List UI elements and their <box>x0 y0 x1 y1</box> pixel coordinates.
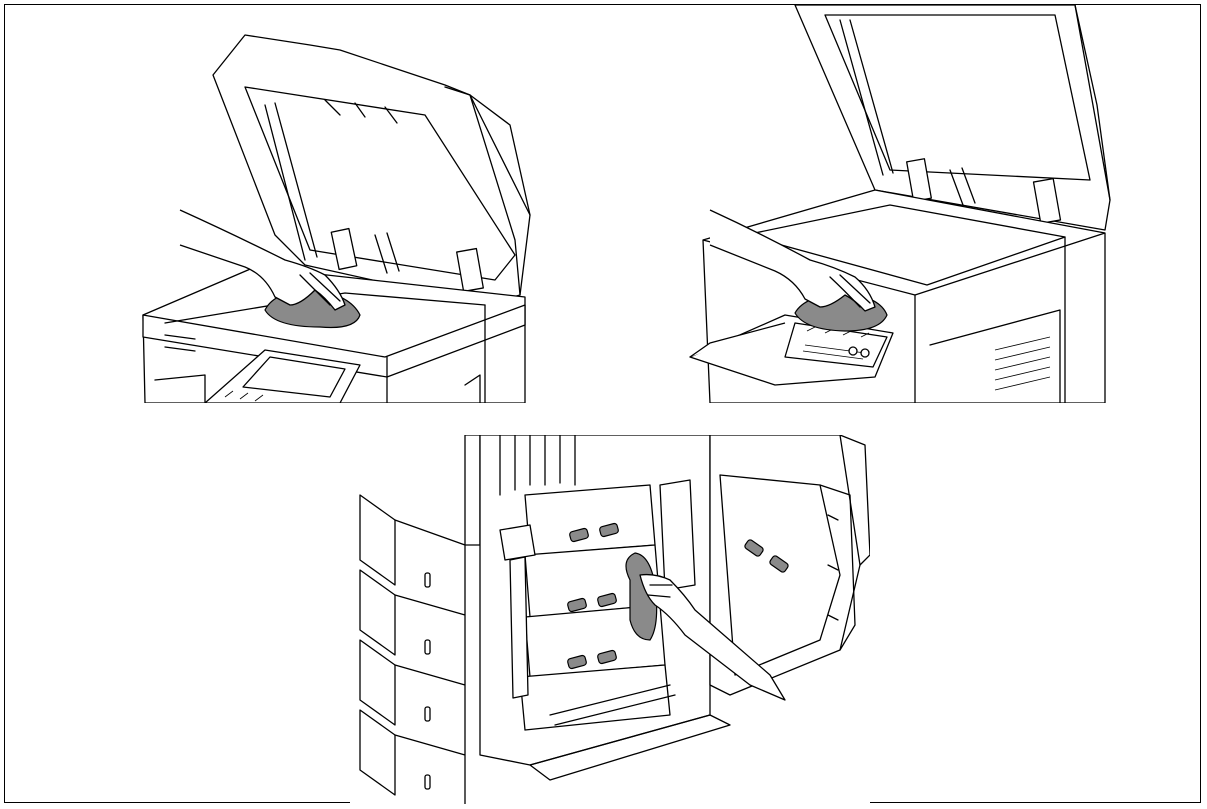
paper-trays <box>359 494 466 804</box>
control-panel <box>689 314 894 386</box>
panel-b-illustration <box>689 5 1111 403</box>
scanner-body <box>142 266 526 403</box>
panel-interior-cleaning <box>350 435 870 804</box>
tray-handle-2 <box>424 639 431 655</box>
control-panel <box>154 349 361 403</box>
tray-handle-1 <box>424 572 431 588</box>
tray-handle-4 <box>424 774 431 790</box>
panel-scanner-glass-left <box>125 5 545 403</box>
panel-a-illustration <box>142 34 531 403</box>
hand-with-cloth <box>709 209 888 332</box>
adf-lid <box>212 34 531 306</box>
panel-c-illustration <box>359 435 870 804</box>
lid-hinge-right <box>456 247 484 293</box>
adf-lid <box>794 5 1111 231</box>
panel-scanner-glass-right <box>665 5 1115 403</box>
hand-with-cloth <box>625 552 786 701</box>
hand-with-cloth <box>179 209 361 329</box>
lid-hinge-left <box>330 227 358 271</box>
right-door-open <box>709 435 870 696</box>
tray-handle-3 <box>424 706 431 722</box>
lid-hinge-right <box>1032 177 1062 225</box>
figure-frame <box>4 4 1201 804</box>
